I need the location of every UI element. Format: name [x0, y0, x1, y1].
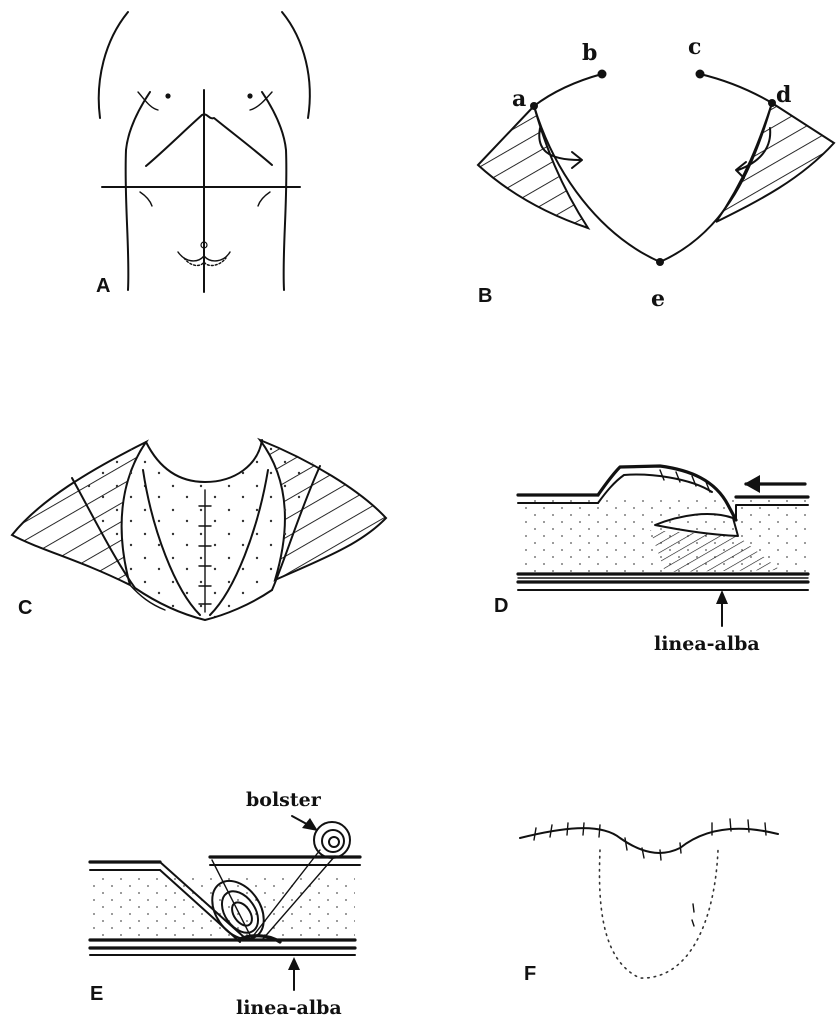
point-a-label: a [512, 86, 526, 112]
panel-d: linea-alba D [494, 466, 808, 655]
bolster-label: bolster [246, 789, 322, 811]
panel-letter-c: C [18, 597, 32, 619]
deep-cavity-outline [599, 850, 718, 978]
right-nipple [247, 93, 252, 98]
left-hatched-region [478, 106, 588, 228]
breast-folds [146, 93, 272, 166]
panel-a: A [96, 12, 310, 297]
point-d-label: d [776, 82, 791, 108]
central-flap [72, 440, 320, 620]
panel-b: a b c d e B [478, 34, 834, 312]
point-e-label: e [651, 286, 665, 312]
panel-letter-f: F [524, 963, 536, 985]
point-c-label: c [688, 34, 701, 60]
panel-letter-d: D [494, 595, 508, 617]
panel-e: bolster linea-alba E [90, 789, 360, 1019]
linea-alba-label-e: linea-alba [236, 997, 342, 1019]
panel-c: C [12, 440, 386, 620]
contour-suture-ticks [534, 819, 766, 860]
skin-contour [520, 828, 778, 853]
left-nipple [165, 93, 170, 98]
panel-letter-b: B [478, 285, 492, 307]
linea-alba-label-d: linea-alba [654, 633, 760, 655]
panel-letter-e: E [90, 983, 103, 1005]
right-hatched-region [716, 103, 834, 222]
point-b-label: b [582, 40, 597, 66]
panel-letter-a: A [96, 275, 110, 297]
bolster-roll [314, 822, 350, 858]
panel-f: F [520, 819, 778, 985]
